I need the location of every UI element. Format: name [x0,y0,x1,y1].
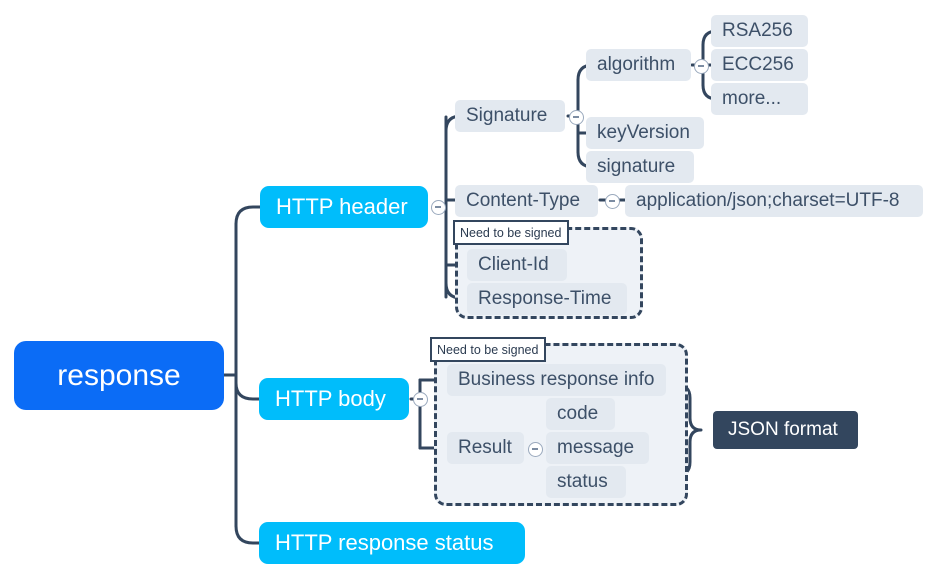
toggle-result[interactable] [528,442,543,457]
leaf-label-algorithm: algorithm [597,54,676,75]
branch-node-http-response-status[interactable]: HTTP response status [259,522,525,564]
toggle-http-header[interactable] [431,200,446,215]
leaf-node-content-type-value[interactable]: application/json;charset=UTF-8 [625,185,923,217]
leaf-label-more: more... [722,88,782,109]
leaf-node-result[interactable]: Result [447,432,524,464]
leaf-label-key-version: keyVersion [597,122,690,143]
leaf-label-content-type-value: application/json;charset=UTF-8 [636,190,900,211]
branch-node-http-body[interactable]: HTTP body [259,378,409,420]
leaf-node-algorithm[interactable]: algorithm [586,49,691,81]
leaf-label-result: Result [458,437,512,458]
toggle-signature[interactable] [569,110,584,125]
leaf-label-message: message [557,437,635,458]
leaf-label-signature-field: signature [597,156,676,177]
leaf-node-ecc256[interactable]: ECC256 [711,49,808,81]
branch-node-http-header[interactable]: HTTP header [260,186,428,228]
leaf-node-code[interactable]: code [546,398,615,430]
leaf-label-client-id: Client-Id [478,254,549,275]
leaf-label-business-response-info: Business response info [458,369,655,390]
leaf-label-ecc256: ECC256 [722,54,794,75]
leaf-label-status: status [557,471,608,492]
branch-label-http-response-status: HTTP response status [275,530,494,555]
toggle-http-body[interactable] [413,392,428,407]
callout-node-json-format[interactable]: JSON format [713,411,858,449]
leaf-label-content-type: Content-Type [466,190,581,211]
branch-label-http-body: HTTP body [275,386,386,411]
root-node-response[interactable]: response [14,341,224,410]
leaf-node-response-time[interactable]: Response-Time [467,283,627,315]
leaf-label-code: code [557,403,599,424]
leaf-node-message[interactable]: message [546,432,649,464]
leaf-node-more[interactable]: more... [711,83,808,115]
tag-need-to-be-signed-body-label: Need to be signed [437,342,539,357]
root-node-label: response [57,358,181,392]
toggle-algorithm[interactable] [694,59,709,74]
leaf-node-client-id[interactable]: Client-Id [467,249,567,281]
leaf-node-key-version[interactable]: keyVersion [586,117,704,149]
leaf-node-rsa256[interactable]: RSA256 [711,15,808,47]
leaf-node-signature[interactable]: Signature [455,100,565,132]
leaf-node-content-type[interactable]: Content-Type [455,185,598,217]
branch-label-http-header: HTTP header [276,194,408,219]
tag-need-to-be-signed-body: Need to be signed [430,337,546,362]
tag-need-to-be-signed-header-label: Need to be signed [460,225,562,240]
leaf-node-signature-field[interactable]: signature [586,151,694,183]
toggle-content-type[interactable] [605,194,620,209]
leaf-node-status[interactable]: status [546,466,626,498]
callout-label-json-format: JSON format [728,419,838,440]
leaf-label-rsa256: RSA256 [722,20,793,41]
leaf-node-business-response-info[interactable]: Business response info [447,364,666,396]
leaf-label-response-time: Response-Time [478,288,612,309]
leaf-label-signature: Signature [466,105,548,126]
tag-need-to-be-signed-header: Need to be signed [453,220,569,245]
